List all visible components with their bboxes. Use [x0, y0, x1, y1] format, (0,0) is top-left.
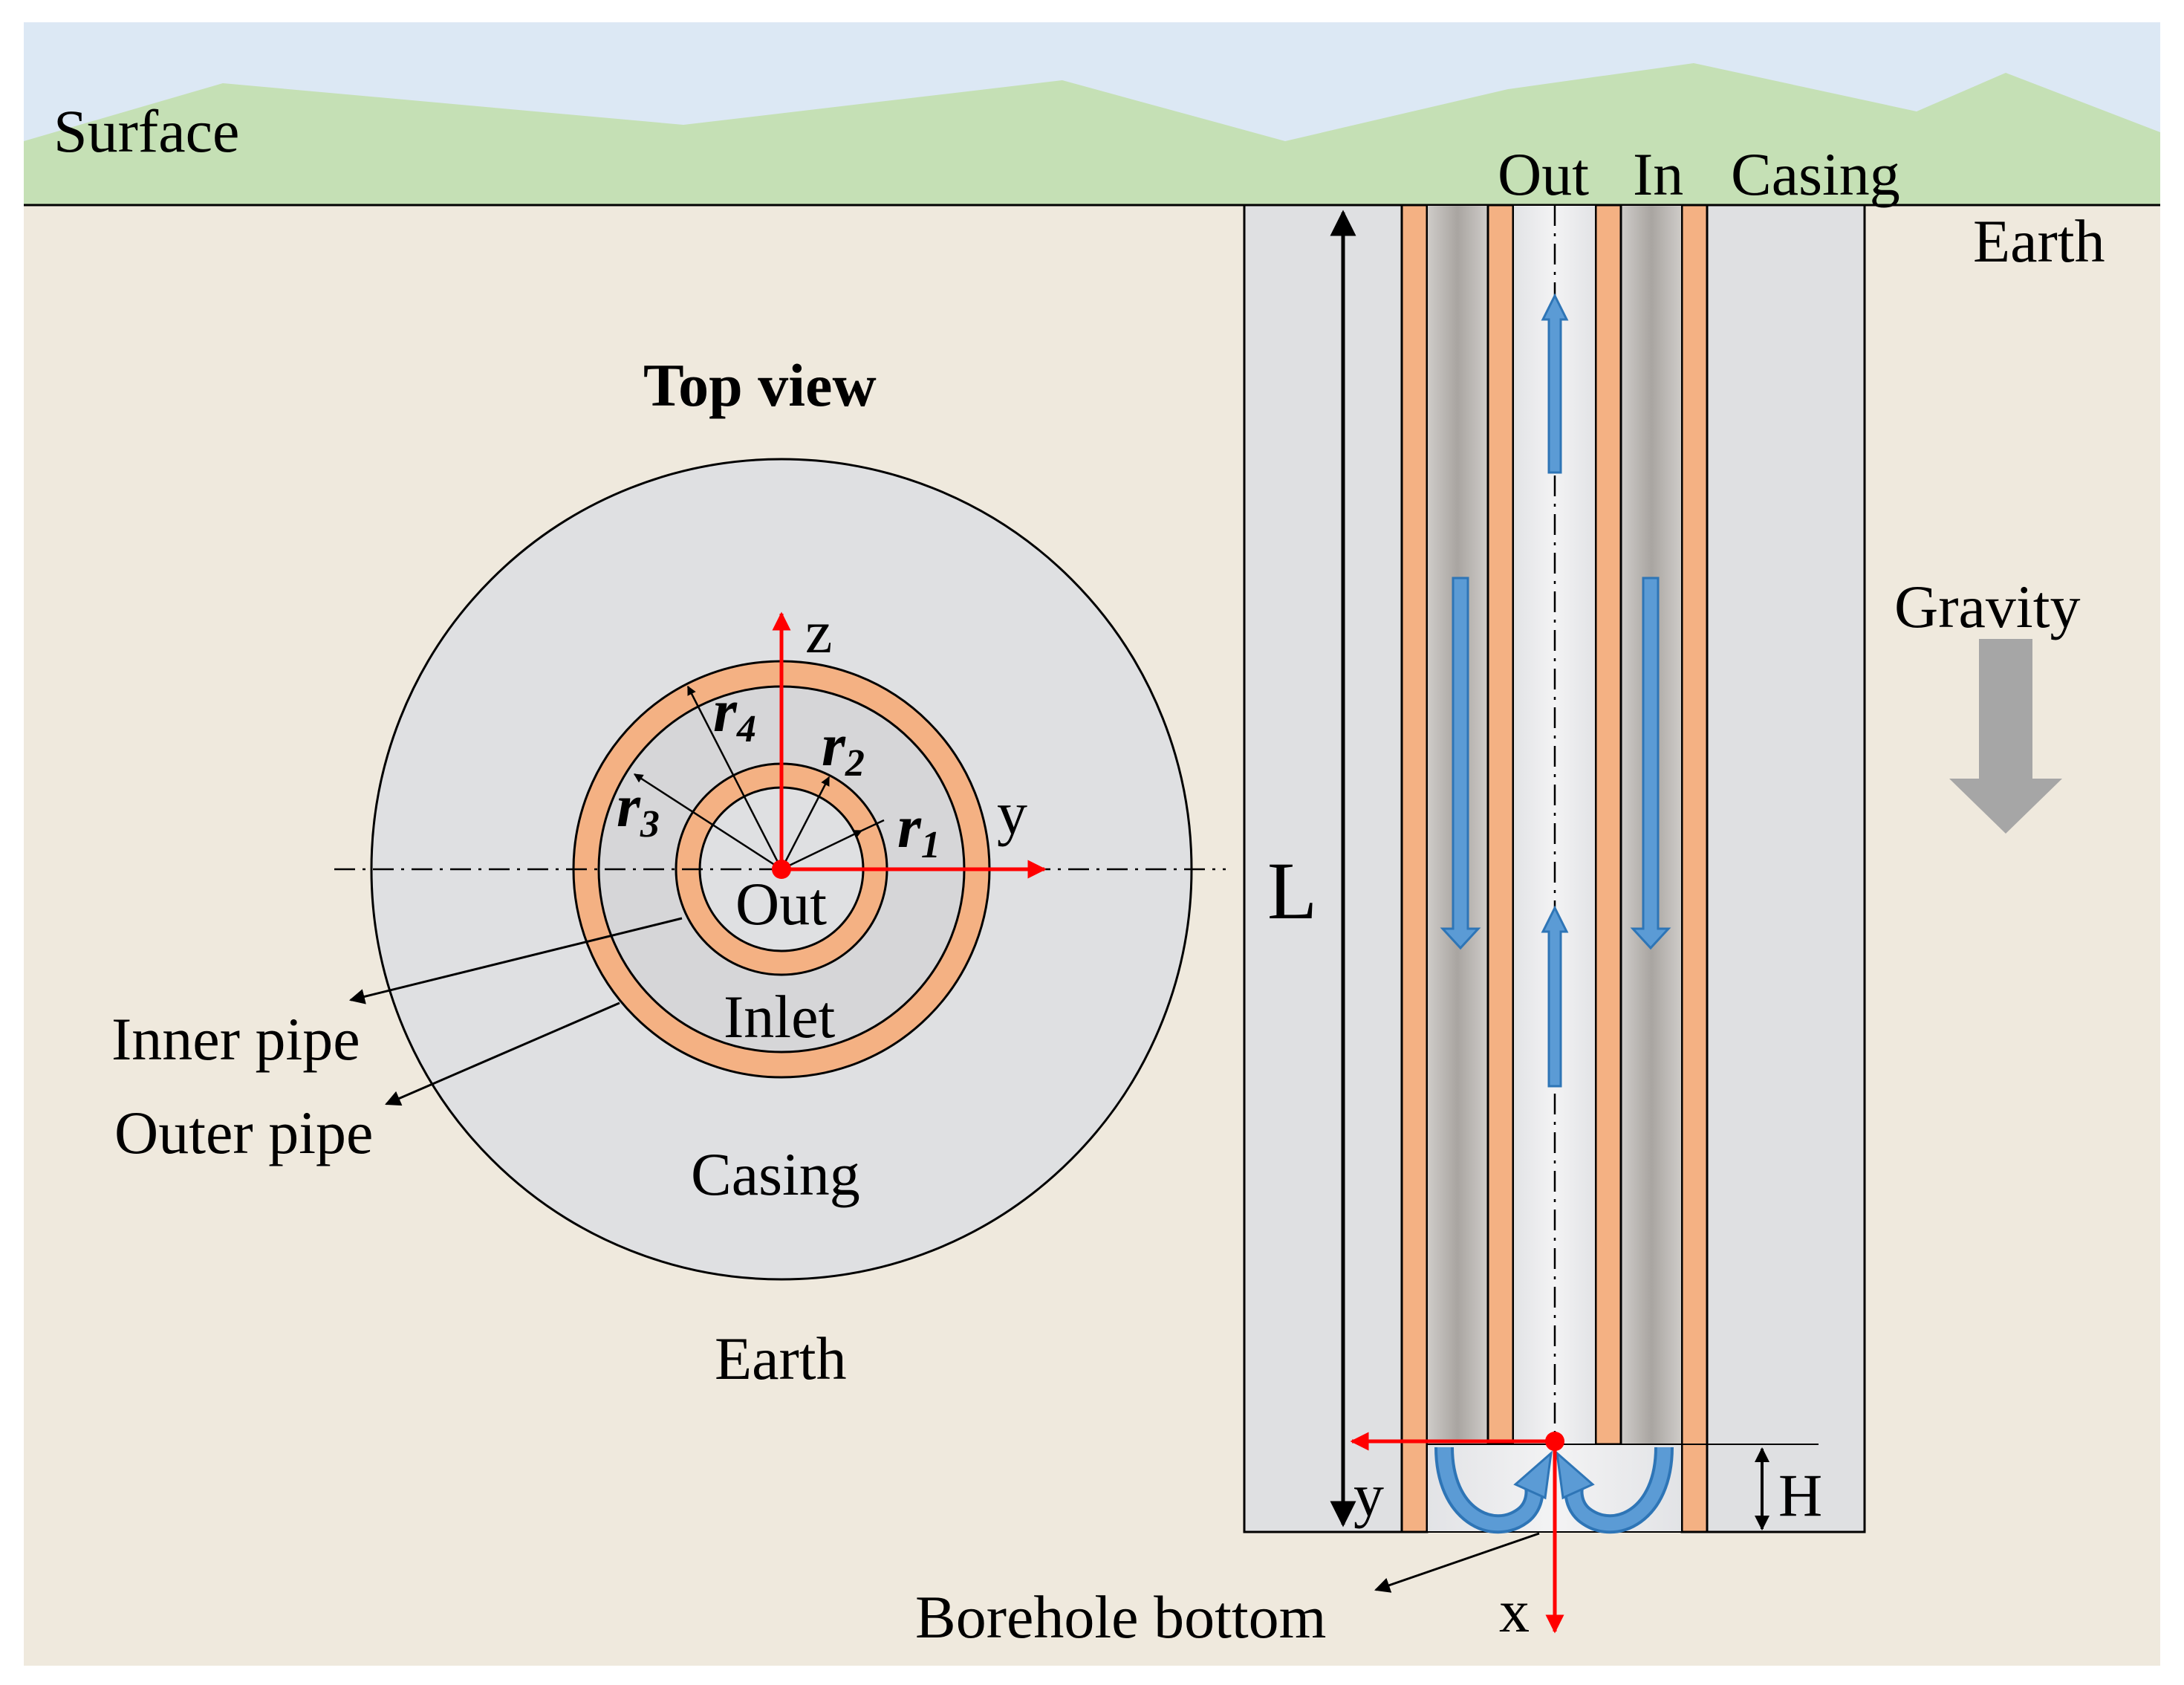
axis-y-top-label: y [997, 779, 1027, 847]
outer-pipe-leader [385, 1001, 620, 1106]
gravity-label: Gravity [1894, 573, 2080, 640]
axis-x-label: x [1499, 1577, 1530, 1645]
u-turn-arrow-icon [1434, 1447, 1553, 1534]
earth-bottom-label: Earth [715, 1325, 847, 1392]
casing-center-label: Casing [691, 1140, 860, 1208]
axis-y-bottom-label: y [1353, 1461, 1384, 1529]
surface-label: Surface [53, 97, 239, 165]
casing-left [1243, 204, 1403, 1533]
r3-arrow [633, 773, 782, 871]
borehole-bottom-label: Borehole bottom [915, 1583, 1326, 1651]
flow-up-arrow-icon [1541, 905, 1569, 1088]
flow-down-arrow-icon [1440, 577, 1481, 950]
flow-down-arrow-icon [1630, 577, 1671, 950]
gravity-down-arrow-icon [1949, 639, 2062, 834]
inner-pipe-label: Inner pipe [111, 1005, 360, 1073]
top-view-title: Top view [643, 351, 877, 419]
borehole-bottom-leader [1374, 1532, 1540, 1593]
inner-pipe-wall-left [1486, 204, 1515, 1446]
height-label: H [1778, 1461, 1822, 1529]
origin-dot-icon [772, 860, 791, 879]
u-turn-arrow-icon [1555, 1447, 1674, 1534]
inlet-label: Inlet [724, 983, 835, 1051]
length-label: L [1267, 845, 1317, 936]
outer-pipe-wall-right [1680, 204, 1709, 1533]
outer-pipe-label: Outer pipe [114, 1099, 373, 1166]
r4-label: r4 [713, 677, 756, 750]
r1-extension [861, 819, 885, 832]
axis-z-label: z [805, 598, 832, 666]
casing-top-label: Casing [1731, 140, 1900, 208]
inner-pipe-wall-right [1594, 204, 1622, 1446]
top-view [334, 458, 1226, 1281]
r4-arrow [686, 685, 783, 870]
casing-right [1706, 204, 1866, 1533]
hills [24, 63, 2160, 205]
in-top-label: In [1633, 140, 1683, 208]
r3-label: r3 [617, 772, 660, 845]
inner-pipe-leader [348, 917, 683, 1004]
r2-arrow [780, 776, 831, 870]
origin-dot-icon [1545, 1432, 1564, 1451]
side-view [1243, 204, 2062, 1634]
out-center-label: Out [735, 870, 827, 938]
r1-label: r1 [897, 793, 940, 866]
out-top-label: Out [1498, 140, 1589, 208]
labels: Surface Earth Out In Casing Top view z y… [53, 97, 2105, 1651]
r1-arrow [781, 829, 863, 871]
flow-up-arrow-icon [1541, 293, 1569, 474]
outer-pipe-wall-left [1400, 204, 1429, 1533]
r2-label: r2 [822, 711, 865, 785]
earth-top-label: Earth [1973, 207, 2105, 275]
